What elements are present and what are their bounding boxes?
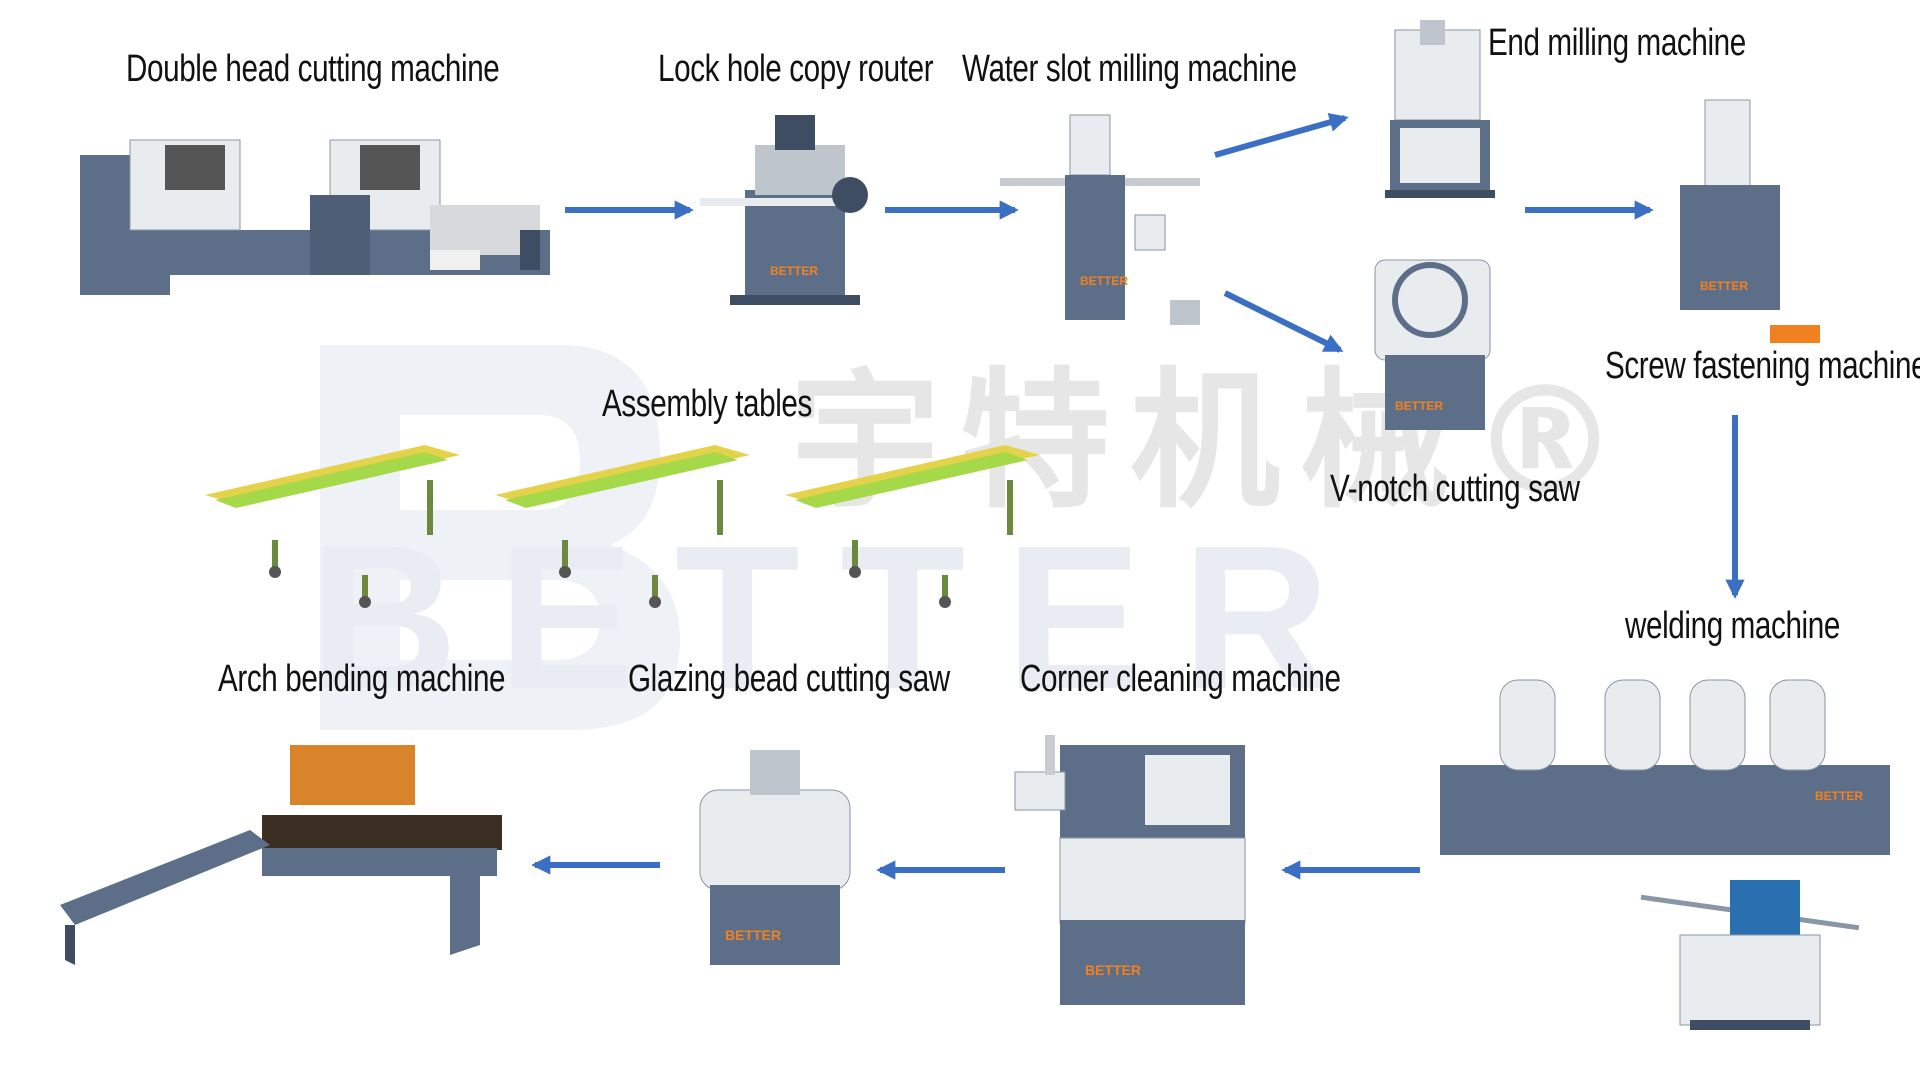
label-double-head-cutting-machine: Double head cutting machine — [126, 48, 500, 90]
brand-badge: BETTER — [1700, 279, 1748, 293]
lock-hole-copy-router-illustration: BETTER — [700, 115, 868, 305]
welding-machine-illustration: BETTER — [1440, 679, 1890, 855]
brand-badge: BETTER — [770, 264, 818, 278]
label-glazing-bead-cutting-saw: Glazing bead cutting saw — [628, 658, 950, 700]
double-head-cutting-machine-illustration — [80, 139, 550, 295]
brand-badge: BETTER — [1815, 789, 1863, 803]
arrow-water-slot-to-end-milling — [1214, 112, 1349, 158]
brand-badge: BETTER — [1085, 962, 1141, 978]
assembly-table-3 — [785, 445, 1040, 608]
watermark-text: BETTER — [310, 503, 1370, 732]
v-notch-cutting-saw-illustration: BETTER — [1374, 259, 1491, 430]
label-v-notch-cutting-saw: V-notch cutting saw — [1330, 468, 1580, 510]
end-milling-machine-illustration — [1385, 20, 1495, 198]
corner-cleaning-machine-illustration: BETTER — [1014, 735, 1246, 1005]
label-welding-machine: welding machine — [1625, 605, 1840, 647]
label-water-slot-milling-machine: Water slot milling machine — [962, 48, 1297, 90]
assembly-table-2 — [495, 445, 750, 608]
water-slot-milling-machine-illustration: BETTER — [1000, 114, 1200, 325]
assembly-table-1 — [205, 445, 460, 608]
brand-badge: BETTER — [725, 927, 781, 943]
glazing-bead-cutting-saw-illustration: BETTER — [699, 750, 851, 965]
label-end-milling-machine: End milling machine — [1488, 22, 1746, 64]
label-assembly-tables: Assembly tables — [602, 383, 812, 425]
brand-badge: BETTER — [1395, 399, 1443, 413]
label-screw-fastening-machine: Screw fastening machine — [1605, 345, 1920, 387]
screw-fastening-machine-illustration: BETTER — [1680, 99, 1820, 343]
brand-badge: BETTER — [1080, 274, 1128, 288]
welding-head-illustration — [1640, 880, 1860, 1030]
label-lock-hole-copy-router: Lock hole copy router — [658, 48, 934, 90]
arrow-water-slot-to-v-notch — [1223, 290, 1344, 353]
label-arch-bending-machine: Arch bending machine — [218, 658, 506, 700]
arch-bending-machine-illustration — [60, 745, 502, 965]
label-corner-cleaning-machine: Corner cleaning machine — [1020, 658, 1341, 700]
flow-arrows — [531, 112, 1745, 880]
